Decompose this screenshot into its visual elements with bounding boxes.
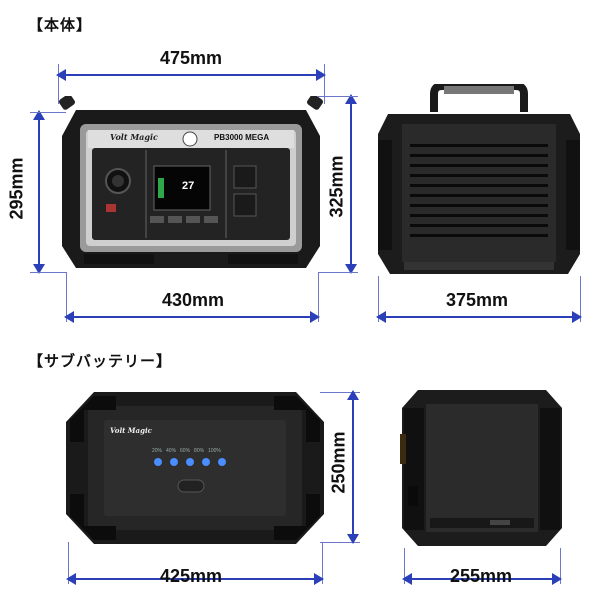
dim-main-width: 475mm [160, 48, 223, 68]
dim-sub-depth: 255mm [450, 566, 513, 586]
battery-level-40: 40% [166, 448, 177, 454]
extension-line-depth-left [378, 276, 379, 322]
main-unit-front-image: Volt Magic PB3000 MEGA 27 [58, 94, 324, 272]
sub-battery-front-image: Volt Magic 20% 40% 60% 80% 100% [64, 390, 326, 546]
main-brand-label: Volt Magic [110, 132, 158, 142]
arrow-main-height-right [345, 94, 357, 274]
screen-value: 27 [182, 180, 195, 192]
extension-line-depth-right [580, 276, 581, 322]
battery-level-60: 60% [180, 448, 191, 454]
section-title-sub-battery: 【サブバッテリー】 [28, 352, 173, 370]
main-unit-side-image [374, 82, 584, 278]
sub-battery-front-drawing [66, 392, 324, 544]
sub-battery-side-image [400, 386, 564, 550]
arrow-sub-width [66, 573, 324, 585]
section-title-main: 【本体】 [28, 16, 93, 34]
battery-level-labels: 20% 40% 60% 80% 100% [152, 448, 242, 454]
extension-line-left-lower [30, 272, 66, 273]
extension-line-sub-upper [320, 392, 360, 393]
extension-line-sub-width-right [322, 542, 323, 584]
extension-line-base-right [318, 272, 319, 322]
extension-line-sub-depth-right [560, 548, 561, 584]
sub-brand-label: Volt Magic [110, 426, 152, 435]
arrow-sub-depth [402, 573, 562, 585]
extension-line-sub-lower [320, 542, 360, 543]
extension-line-right-lower [318, 272, 358, 273]
arrow-main-width [56, 69, 326, 81]
dim-sub-width: 425mm [160, 566, 223, 586]
main-unit-front-drawing [59, 94, 323, 268]
arrow-main-depth [376, 311, 582, 323]
main-model-label: PB3000 MEGA [214, 133, 270, 142]
dim-sub-height: 250mm [328, 431, 349, 494]
extension-line-base-left [66, 272, 67, 322]
battery-level-20: 20% [152, 448, 163, 454]
dim-main-base-width: 430mm [162, 290, 225, 310]
arrow-sub-height [347, 390, 359, 544]
battery-level-100: 100% [208, 448, 221, 454]
arrow-main-height-left [33, 110, 45, 274]
arrow-main-base-width [64, 311, 320, 323]
extension-line-left-upper [30, 112, 66, 113]
dim-main-height-left: 295mm [6, 157, 27, 220]
battery-level-80: 80% [194, 448, 205, 454]
dim-main-height-right: 325mm [326, 155, 347, 218]
extension-line-sub-width-left [68, 542, 69, 584]
extension-line-sub-depth-left [404, 548, 405, 584]
extension-line-right-top [324, 64, 325, 104]
main-unit-side-drawing [378, 82, 580, 274]
extension-line-left-top [58, 64, 59, 104]
extension-line-right-upper [318, 96, 358, 97]
dim-main-depth: 375mm [446, 290, 509, 310]
sub-battery-side-drawing [400, 390, 562, 546]
